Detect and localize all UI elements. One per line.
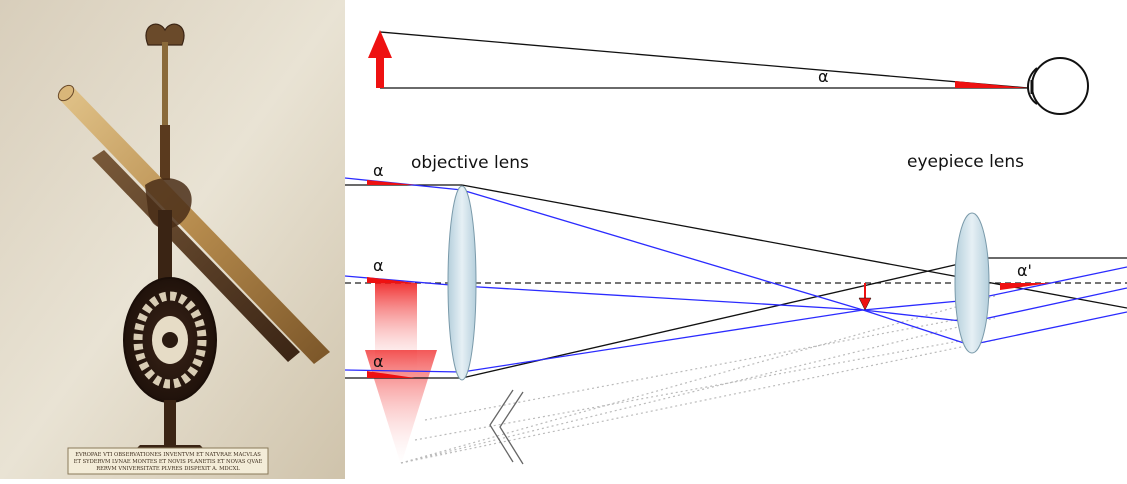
alpha-label-2: α <box>373 256 384 275</box>
angle-marker-2 <box>367 277 415 283</box>
angle-marker-3 <box>367 371 415 378</box>
eyepiece-lens <box>954 212 990 354</box>
telescope-photo: EVROPAE VTI OBSERVATIONES INVENTVM ET NA… <box>0 0 345 479</box>
plaque-line-1: EVROPAE VTI OBSERVATIONES INVENTVM ET NA… <box>75 452 261 458</box>
objective-lens <box>447 185 477 381</box>
angle-marker-eyepiece <box>1000 283 1050 290</box>
telescope-optics-diagram: α objective lens eyepiece lens <box>344 0 1127 479</box>
intermediate-image-arrow <box>858 283 872 311</box>
naked-eye-view: α <box>368 30 1089 115</box>
eye-icon <box>1027 57 1089 115</box>
alpha-label-3: α <box>373 352 384 371</box>
angle-marker <box>955 81 1028 88</box>
alpha-prime-label: α' <box>1017 261 1032 280</box>
optics-diagram-svg: α objective lens eyepiece lens <box>344 30 1127 465</box>
axis-break-symbol <box>489 389 524 465</box>
telescope-photo-illustration: EVROPAE VTI OBSERVATIONES INVENTVM ET NA… <box>0 0 345 479</box>
alpha-label-top: α <box>818 67 829 86</box>
plaque-line-3: RERVM VNIVERSITATE PLVRES DISPEXIT A. MD… <box>96 466 240 472</box>
eyepiece-lens-label: eyepiece lens <box>907 152 1024 172</box>
object-arrow-small <box>368 30 392 88</box>
objective-lens-label: objective lens <box>411 153 529 173</box>
plaque-line-2: ET SYDERVM LVNAE MONTES ET NOVIS PLANETI… <box>74 459 263 465</box>
angle-marker-1 <box>367 180 415 185</box>
image-arrow-large <box>365 283 437 465</box>
virtual-rays <box>400 295 996 464</box>
alpha-label-1: α <box>373 161 384 180</box>
blue-rays <box>344 177 1127 373</box>
